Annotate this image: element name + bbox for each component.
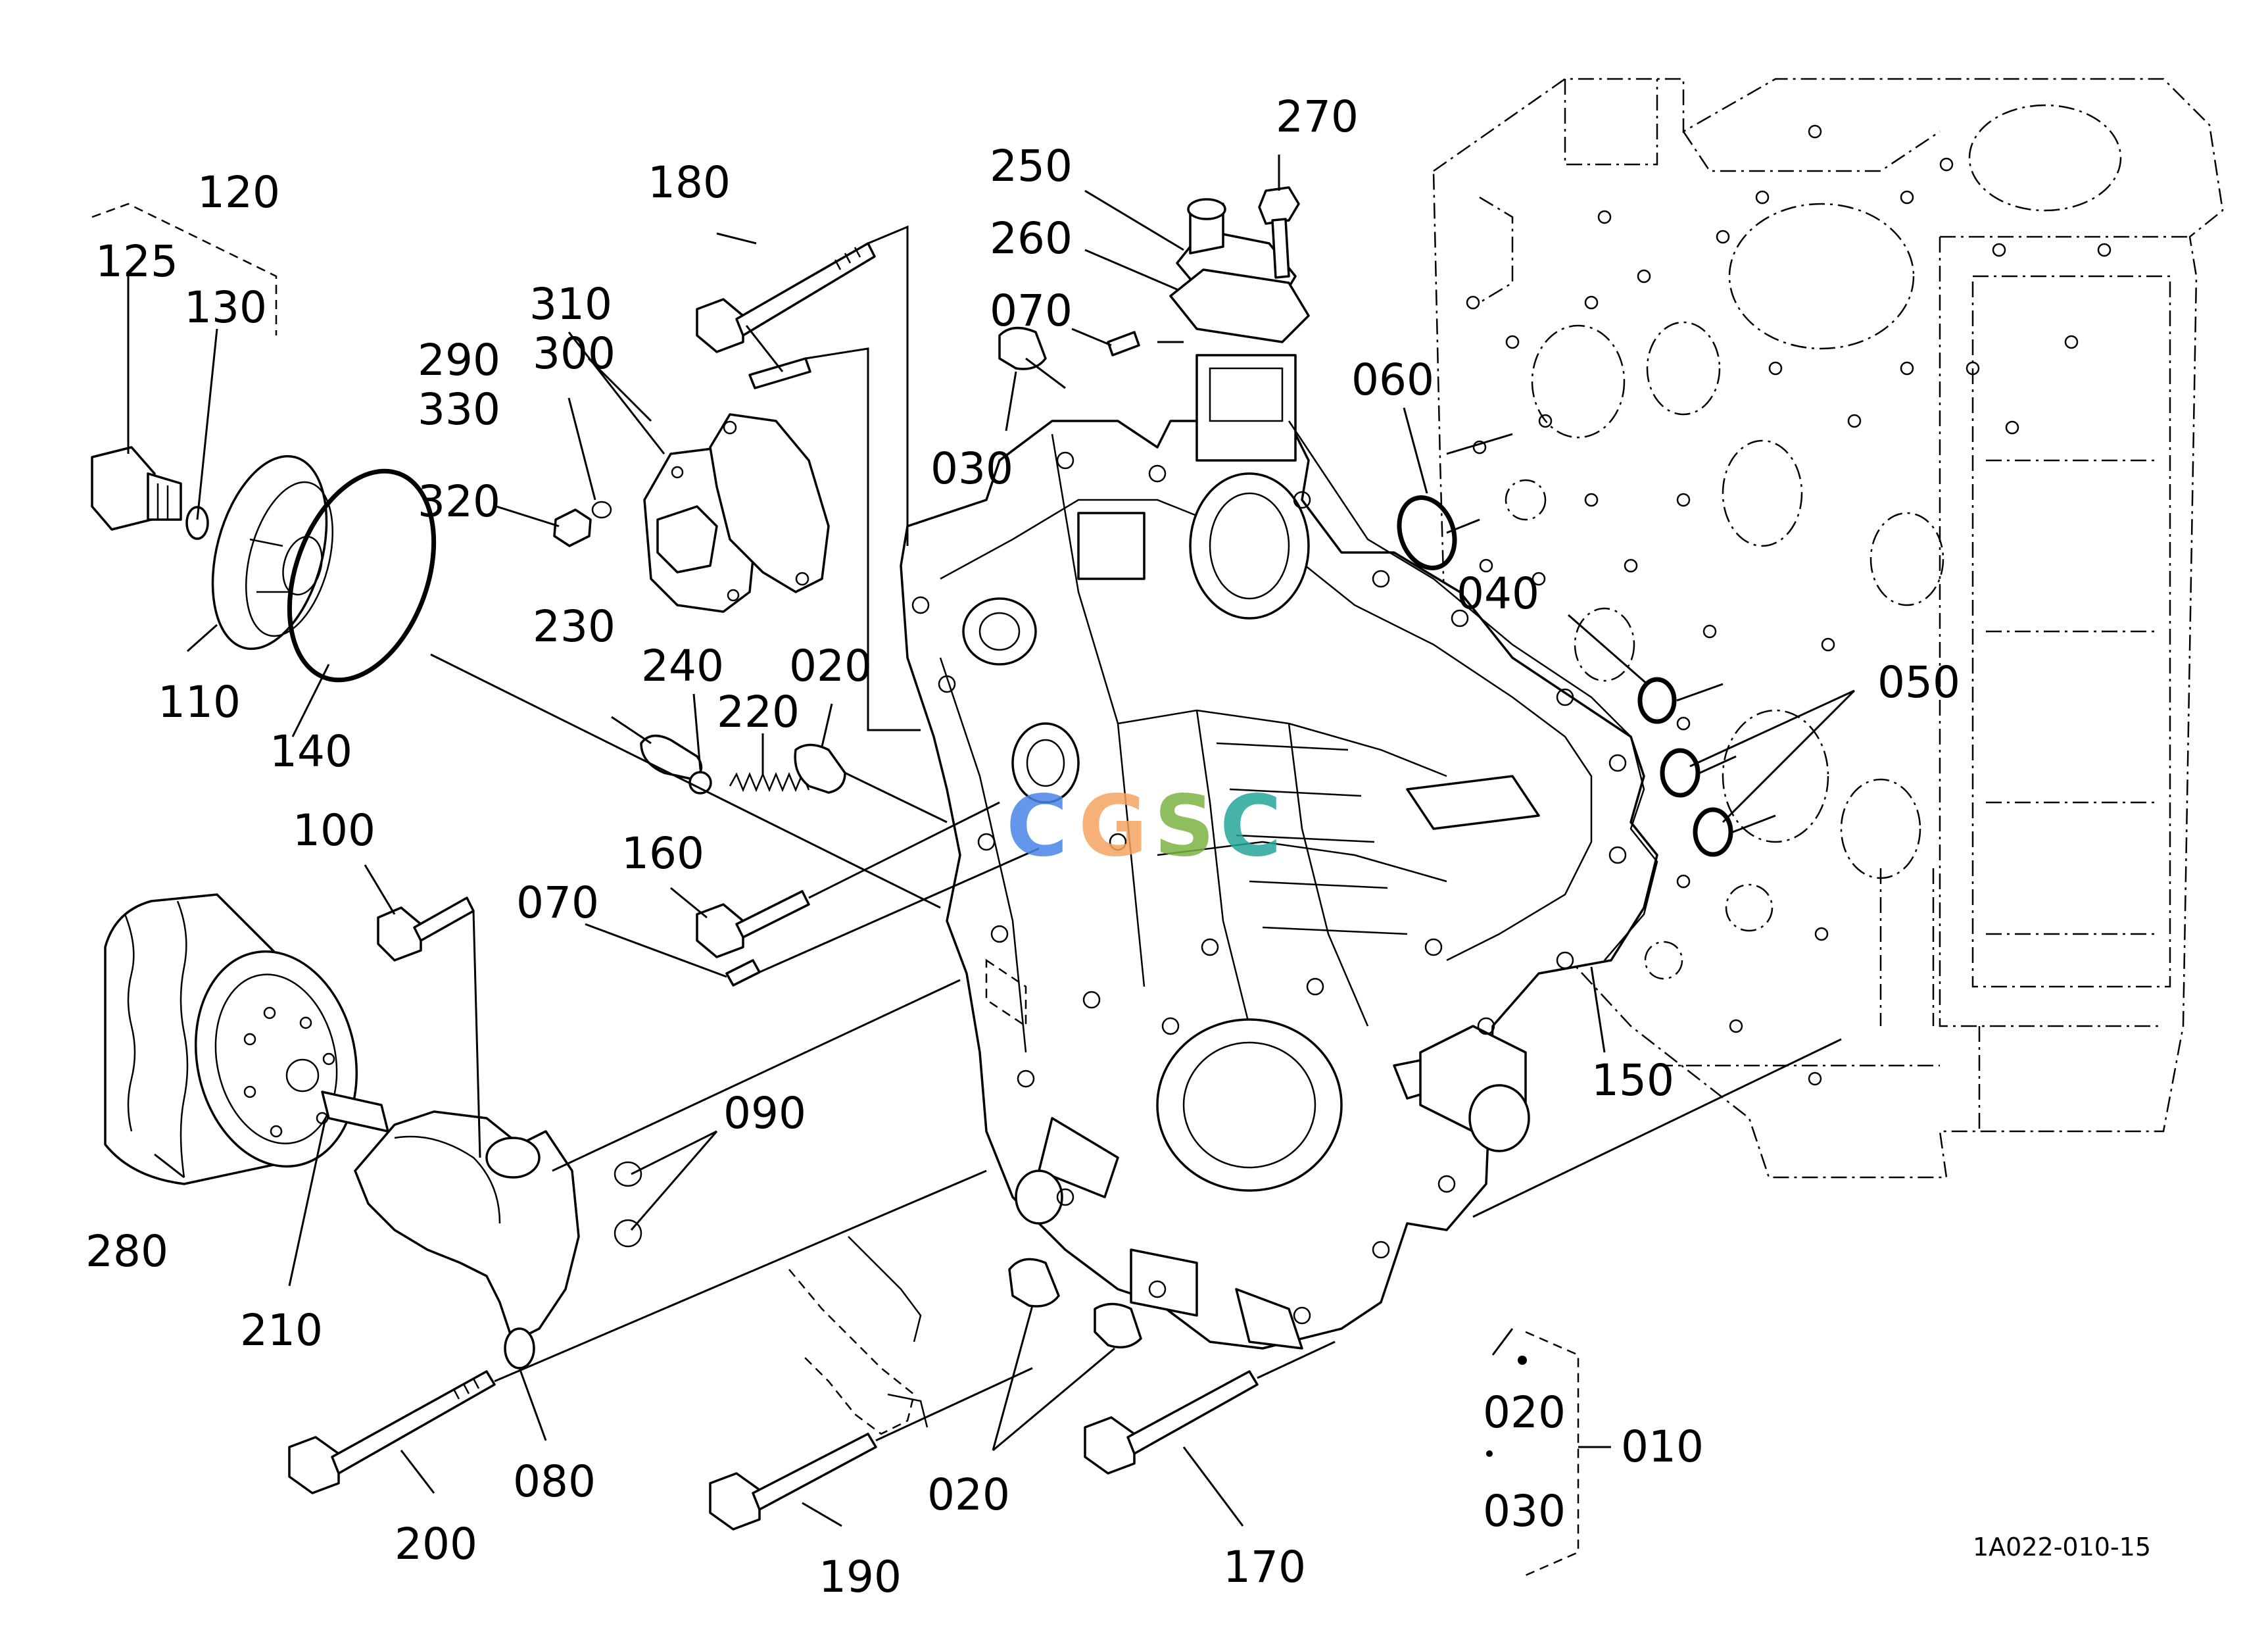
o-ring-090-a bbox=[614, 1161, 642, 1187]
assembly-lines bbox=[430, 225, 1842, 1442]
o-ring-050-a bbox=[1660, 748, 1701, 798]
callout-310: 310 bbox=[529, 279, 612, 330]
watermark-letter-2: G bbox=[1078, 777, 1147, 875]
drawing-code: 1A022-010-15 bbox=[1973, 1533, 2151, 1561]
o-ring-040 bbox=[1637, 677, 1677, 724]
o-ring-140 bbox=[287, 468, 437, 683]
callout-250: 250 bbox=[990, 141, 1073, 191]
callout-280: 280 bbox=[85, 1226, 168, 1277]
callout-240: 240 bbox=[641, 641, 724, 691]
dot-020 bbox=[1518, 1356, 1527, 1365]
callout-100: 100 bbox=[293, 805, 375, 856]
callout-060: 060 bbox=[1351, 355, 1434, 405]
plug-125 bbox=[91, 446, 182, 531]
callout-140: 140 bbox=[270, 726, 352, 777]
callout-270: 270 bbox=[1276, 91, 1359, 142]
callout-260: 260 bbox=[990, 213, 1073, 264]
gasket-300 bbox=[709, 413, 830, 593]
callout-070-top: 070 bbox=[990, 285, 1073, 336]
callout-160: 160 bbox=[621, 828, 704, 879]
o-ring-090-b bbox=[614, 1219, 642, 1248]
o-ring-050-b bbox=[1693, 807, 1733, 857]
callout-110: 110 bbox=[158, 677, 241, 727]
callout-030-group: 030 bbox=[1483, 1486, 1566, 1536]
callout-080: 080 bbox=[513, 1456, 596, 1507]
callout-290: 290 bbox=[418, 335, 500, 385]
bolt-100 bbox=[377, 897, 475, 962]
callout-170: 170 bbox=[1223, 1542, 1306, 1592]
gasket-150 bbox=[1288, 420, 1658, 961]
bolt-200 bbox=[288, 1370, 496, 1494]
callout-200: 200 bbox=[395, 1519, 477, 1569]
callout-020-mid: 020 bbox=[789, 641, 872, 691]
pin-070-lower bbox=[725, 959, 761, 987]
plug-030 bbox=[998, 326, 1047, 370]
gasket-260 bbox=[1169, 268, 1310, 343]
bracket-hint bbox=[788, 1269, 915, 1435]
callout-320: 320 bbox=[418, 476, 500, 527]
spring-220 bbox=[729, 772, 810, 793]
o-ring-060 bbox=[1397, 495, 1457, 570]
nut-320 bbox=[553, 508, 592, 547]
ball-240 bbox=[688, 771, 712, 795]
callout-210: 210 bbox=[240, 1305, 323, 1356]
bolt-310 bbox=[748, 357, 811, 389]
callout-120: 120 bbox=[197, 167, 280, 218]
callout-180: 180 bbox=[648, 157, 731, 208]
gasket-130 bbox=[185, 506, 209, 540]
bolt-270 bbox=[1258, 186, 1300, 279]
group-brackets bbox=[91, 203, 1580, 1577]
callout-010: 010 bbox=[1621, 1421, 1704, 1472]
bracket-hint-2 bbox=[848, 1236, 929, 1428]
callout-130: 130 bbox=[184, 282, 267, 333]
callout-230: 230 bbox=[533, 601, 615, 652]
bolt-170 bbox=[1084, 1370, 1259, 1475]
callout-030-top: 030 bbox=[930, 443, 1013, 494]
engine-block bbox=[1432, 78, 2224, 1179]
watermark-letter-1: C bbox=[1006, 777, 1068, 875]
callout-190: 190 bbox=[819, 1552, 902, 1602]
callout-leaders bbox=[127, 155, 1856, 1527]
oil-filter bbox=[104, 893, 358, 1185]
valve-230 bbox=[640, 734, 703, 781]
callout-050: 050 bbox=[1877, 657, 1960, 708]
plug-020-b bbox=[1008, 1258, 1060, 1308]
callout-150: 150 bbox=[1591, 1055, 1674, 1106]
bolt-190 bbox=[709, 1433, 877, 1531]
gear-case bbox=[900, 354, 1658, 1350]
washer-330 bbox=[591, 501, 612, 519]
callout-220: 220 bbox=[717, 687, 800, 737]
dot-030 bbox=[1486, 1450, 1493, 1457]
watermark: C G S C bbox=[1006, 777, 1282, 875]
watermark-letter-4: C bbox=[1220, 777, 1282, 875]
callout-070-mid: 070 bbox=[516, 877, 599, 928]
callouts: 120 125 130 110 140 180 310 290 300 330 … bbox=[85, 91, 2151, 1602]
pin-070-upper bbox=[1107, 331, 1140, 356]
plug-020-c bbox=[1094, 1302, 1142, 1349]
callout-125: 125 bbox=[95, 236, 178, 287]
callout-020-group: 020 bbox=[1483, 1387, 1566, 1438]
filter-bracket bbox=[354, 1110, 580, 1369]
plug-020-a bbox=[794, 743, 846, 794]
bolt-160 bbox=[696, 890, 810, 958]
callout-040: 040 bbox=[1457, 568, 1539, 619]
callout-300: 300 bbox=[533, 328, 615, 379]
callout-020-bottom: 020 bbox=[927, 1469, 1010, 1520]
bolt-180 bbox=[696, 242, 876, 353]
watermark-letter-3: S bbox=[1154, 777, 1215, 875]
callout-330: 330 bbox=[418, 384, 500, 435]
cover-110 bbox=[211, 455, 334, 651]
callout-090: 090 bbox=[723, 1088, 806, 1139]
